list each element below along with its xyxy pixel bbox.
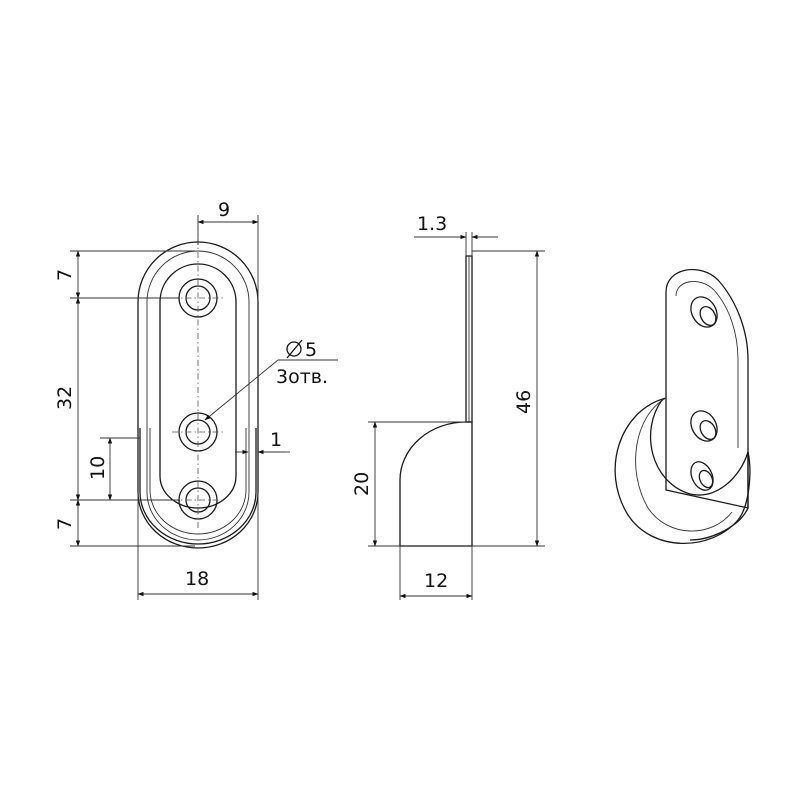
perspective-cup <box>614 397 751 545</box>
cup-inner-outline <box>149 428 247 535</box>
plate-inner-outline <box>146 250 250 541</box>
dim-top-width: 9 <box>218 199 230 221</box>
hole-diameter: 5 <box>305 339 317 361</box>
perspective-hole-bottom <box>690 461 714 491</box>
perspective-hole-top <box>690 296 718 328</box>
dim-thickness: 1.3 <box>417 213 447 235</box>
dim-height: 46 <box>513 390 535 414</box>
dim-top-offset: 7 <box>54 269 76 281</box>
diameter-icon <box>286 339 303 359</box>
raised-plate <box>159 263 237 509</box>
dim-overall-width: 18 <box>185 568 209 590</box>
dim-cup-height: 20 <box>351 472 373 496</box>
dim-hole-spacing: 32 <box>54 386 76 410</box>
dim-depth: 12 <box>424 570 448 592</box>
perspective-plate <box>665 268 749 509</box>
perspective-view <box>614 268 751 545</box>
plate-outline <box>137 241 259 549</box>
hole-count: 3отв. <box>276 366 328 388</box>
dim-wall: 1 <box>270 429 282 451</box>
cup-outline <box>139 428 257 545</box>
side-view: 1.3 46 20 12 <box>351 213 545 600</box>
front-view: 9 7 32 10 7 18 1 5 3отв. <box>54 199 338 600</box>
dim-lower-offset: 10 <box>87 456 109 480</box>
side-cup <box>399 421 473 547</box>
dim-bottom-offset: 7 <box>54 518 76 530</box>
perspective-hole-middle <box>690 410 718 442</box>
